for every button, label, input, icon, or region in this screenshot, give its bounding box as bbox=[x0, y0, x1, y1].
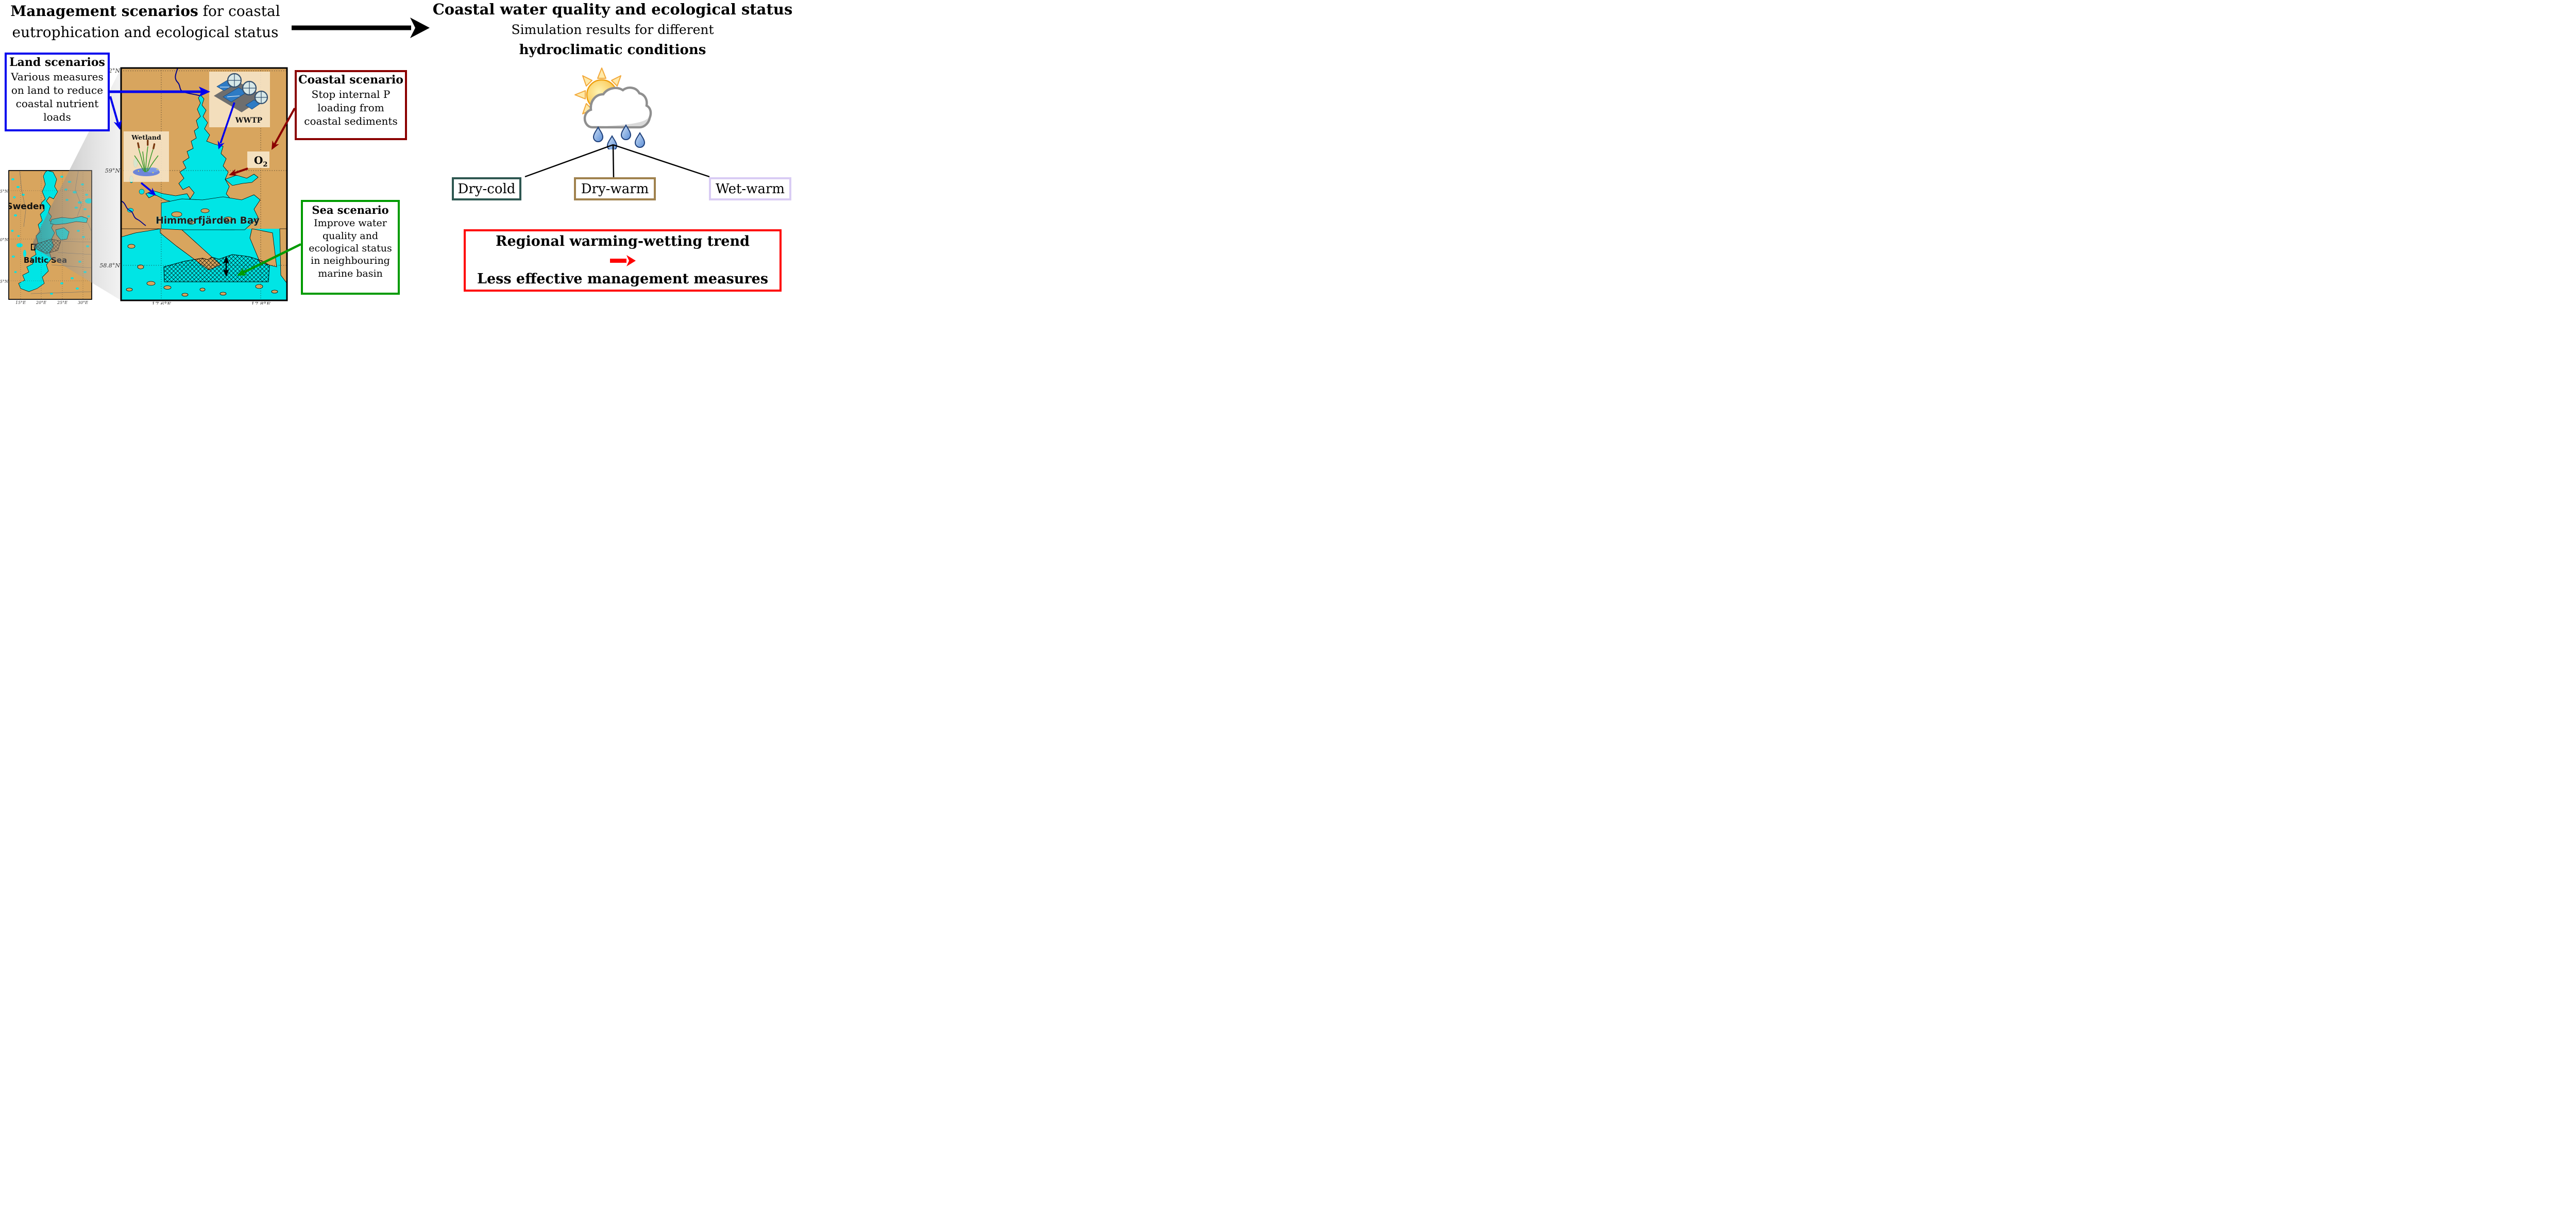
land-scenarios-line3: coastal nutrient bbox=[15, 97, 99, 110]
sea-scenario-line2: quality and bbox=[322, 230, 379, 242]
small-map-lat-60: 60°N bbox=[0, 238, 9, 242]
red-right-arrow-icon bbox=[609, 255, 636, 266]
left-title-line1: Management scenarios for coastal bbox=[1, 1, 290, 22]
sea-scenario-box: Sea scenario Improve water quality and e… bbox=[301, 200, 400, 295]
sweden-label: Sweden bbox=[6, 201, 45, 212]
wet-warm-box: Wet-warm bbox=[709, 177, 791, 200]
land-scenarios-title: Land scenarios bbox=[9, 56, 105, 69]
big-map-lat-59: 59°N bbox=[105, 167, 120, 174]
small-map-lon-25: 25°E bbox=[57, 300, 67, 305]
dry-cold-box: Dry-cold bbox=[452, 177, 521, 200]
wwtp-icon bbox=[214, 73, 268, 112]
coastal-scenario-line2: loading from bbox=[317, 101, 384, 114]
baltic-sea-label: Baltic Sea bbox=[24, 256, 67, 265]
o2-subscript: 2 bbox=[263, 161, 267, 168]
right-title-line2: Simulation results for different bbox=[511, 22, 714, 38]
land-scenarios-line4: loads bbox=[43, 110, 71, 123]
land-scenarios-box: Land scenarios Various measures on land … bbox=[5, 53, 110, 131]
figure-canvas: Sweden Baltic Sea 65°N 60°N 55°N 15°E 20… bbox=[0, 0, 799, 305]
trend-line2: Less effective management measures bbox=[477, 271, 769, 288]
himmerfjarden-bay-label: Himmerfjärden Bay bbox=[156, 215, 260, 226]
o2-panel bbox=[247, 151, 269, 168]
title-arrow bbox=[292, 18, 430, 38]
coastal-scenario-line1: Stop internal P bbox=[311, 88, 391, 100]
himmerfjarden-map: WWTP Wetland bbox=[99, 67, 288, 305]
land-scenarios-line1: Various measures bbox=[11, 70, 104, 83]
east-arm bbox=[225, 174, 259, 186]
bay-islands bbox=[171, 208, 233, 225]
small-map-lon-20: 20°E bbox=[36, 300, 46, 305]
sea-scenario-line5: marine basin bbox=[318, 267, 383, 279]
wet-warm-label: Wet-warm bbox=[715, 181, 785, 197]
dry-warm-box: Dry-warm bbox=[574, 177, 656, 200]
trend-line1: Regional warming-wetting trend bbox=[496, 233, 750, 249]
right-title-line1: Coastal water quality and ecological sta… bbox=[432, 1, 793, 18]
small-map-lat-55: 55°N bbox=[0, 279, 9, 284]
baltic-overview-map: Sweden Baltic Sea 65°N 60°N 55°N 15°E 20… bbox=[0, 170, 92, 305]
wetland-icon bbox=[133, 140, 160, 176]
left-title: Management scenarios for coastal eutroph… bbox=[1, 1, 290, 43]
sea-scenario-line1: Improve water bbox=[314, 217, 387, 229]
small-map-lon-30: 30°E bbox=[78, 300, 88, 305]
left-title-rest: for coastal bbox=[198, 3, 280, 20]
o2-base: O bbox=[254, 154, 263, 166]
coastal-scenario-line3: coastal sediments bbox=[304, 114, 398, 127]
o2-label: O2 bbox=[254, 154, 267, 168]
small-map-lon-15: 15°E bbox=[15, 300, 26, 305]
river-west bbox=[121, 200, 146, 226]
big-map-lat-588: 58.8°N bbox=[99, 262, 120, 269]
river-north bbox=[175, 68, 201, 96]
sea-scenario-line4: in neighbouring bbox=[311, 255, 390, 267]
exchange-double-arrow bbox=[223, 256, 229, 277]
big-map-lon-178: 17.8°E bbox=[251, 301, 270, 305]
big-map-gridlines bbox=[121, 68, 287, 300]
coastal-scenario-box: Coastal scenario Stop internal P loading… bbox=[295, 70, 407, 140]
wwtp-label: WWTP bbox=[235, 116, 263, 125]
dry-cold-label: Dry-cold bbox=[457, 181, 516, 197]
dry-warm-label: Dry-warm bbox=[581, 181, 649, 197]
land-scenarios-line2: on land to reduce bbox=[11, 83, 104, 96]
sea-scenario-line3: ecological status bbox=[309, 242, 392, 254]
trend-box: Regional warming-wetting trend Less effe… bbox=[464, 229, 782, 292]
climate-connectors bbox=[524, 144, 710, 178]
weather-icon bbox=[574, 67, 652, 149]
bay-water bbox=[161, 194, 261, 230]
sea-scenario-title: Sea scenario bbox=[312, 204, 389, 216]
raindrops-icon bbox=[593, 125, 645, 149]
right-title-line3: hydroclimatic conditions bbox=[519, 42, 706, 58]
big-map-lon-176: 17.6°E bbox=[151, 301, 171, 305]
wetland-label: Wetland bbox=[131, 133, 161, 141]
right-title: Coastal water quality and ecological sta… bbox=[427, 1, 799, 58]
left-title-line2: eutrophication and ecological status bbox=[12, 23, 279, 41]
cloud-icon bbox=[583, 86, 652, 129]
coastal-scenario-title: Coastal scenario bbox=[298, 73, 403, 87]
small-map-lat-65: 65°N bbox=[0, 189, 9, 194]
left-title-bold: Management scenarios bbox=[10, 3, 198, 20]
